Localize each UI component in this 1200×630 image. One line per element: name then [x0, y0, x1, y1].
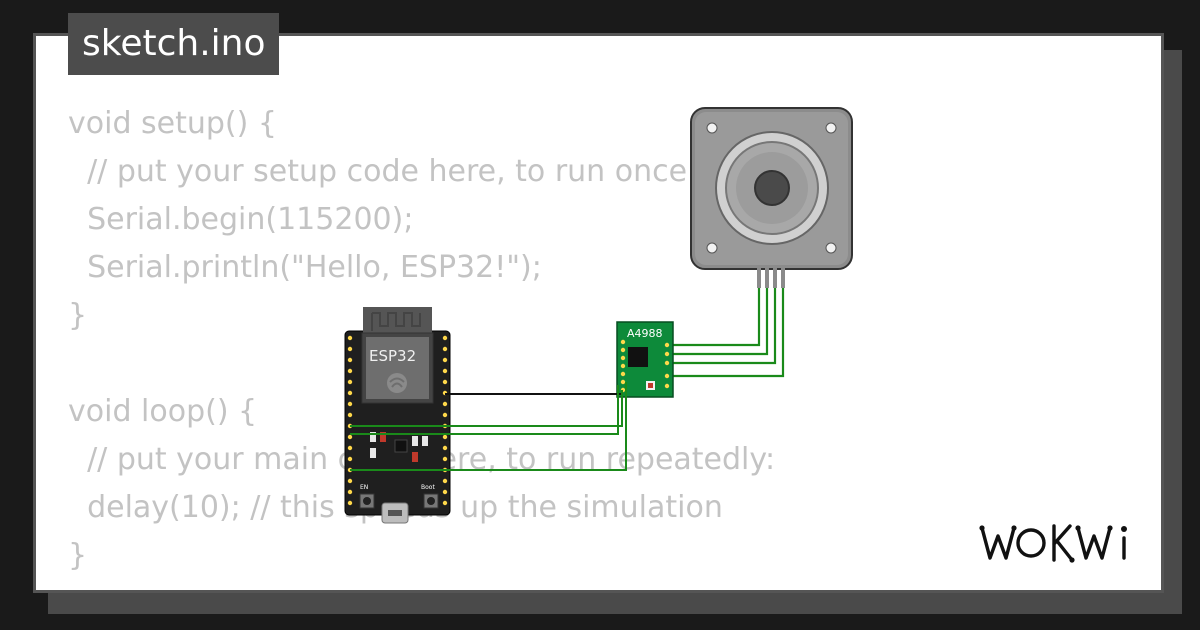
esp32-board[interactable]: ESP32: [344, 307, 451, 524]
en-label: EN: [360, 484, 368, 491]
esp32-wires: [350, 382, 627, 471]
wokwi-logo-mark: [979, 524, 1127, 563]
file-tab[interactable]: sketch.ino: [68, 13, 280, 75]
a4988-driver[interactable]: A4988: [616, 321, 674, 398]
code-editor[interactable]: void setup() { // put your setup code he…: [68, 100, 1068, 580]
code-line: void loop() {: [68, 394, 258, 429]
driver-label: A4988: [627, 327, 663, 340]
code-line: // put your setup code here, to run once…: [68, 154, 698, 189]
editor-card: [33, 33, 1164, 593]
motor-wires: [668, 288, 785, 378]
code-line: }: [68, 298, 88, 333]
code-line: }: [68, 538, 88, 573]
code-line: Serial.begin(115200);: [68, 202, 414, 237]
stepper-motor[interactable]: [690, 107, 853, 288]
wokwi-logo: [978, 518, 1148, 572]
right-header-pins: [442, 335, 448, 506]
left-header-pins: [347, 335, 353, 506]
code-line: Serial.println("Hello, ESP32!");: [68, 250, 542, 285]
boot-label: Boot: [421, 484, 435, 491]
code-line: void setup() {: [68, 106, 277, 141]
esp32-label: ESP32: [369, 347, 416, 365]
